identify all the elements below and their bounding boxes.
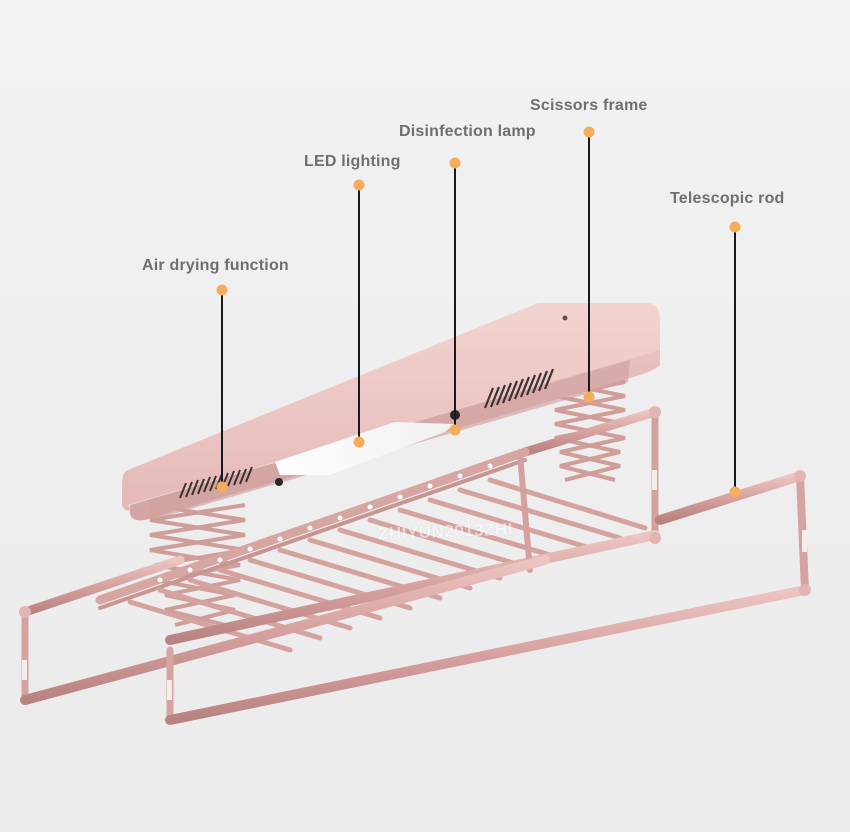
telescopic-top-dot (729, 221, 741, 233)
label-disinfection-lamp: Disinfection lamp (399, 123, 536, 140)
air-drying-top-dot (216, 284, 228, 296)
vent-grille-right (483, 368, 555, 409)
disinfection-top-dot (449, 157, 461, 169)
label-led-lighting: LED lighting (304, 153, 401, 170)
air-drying-bottom-dot (216, 481, 228, 493)
led-lighting-bottom-dot (353, 436, 365, 448)
led-lighting-top-dot (353, 179, 365, 191)
ceiling-housing (122, 303, 660, 521)
callout-dots (216, 126, 741, 498)
disinfection-bottom-dot (449, 424, 461, 436)
sensor-port (275, 478, 283, 486)
rack-rods (19, 406, 811, 725)
callout-lines (221, 132, 736, 492)
label-telescopic-rod: Telescopic rod (670, 190, 785, 207)
scissors-top-dot (583, 126, 595, 138)
label-scissors-frame: Scissors frame (530, 97, 648, 114)
led-panel (275, 422, 455, 475)
label-air-drying-function: Air drying function (142, 257, 289, 274)
telescopic-bottom-dot (729, 486, 741, 498)
scissors-bottom-dot (583, 391, 595, 403)
hanger-holes (157, 463, 493, 583)
